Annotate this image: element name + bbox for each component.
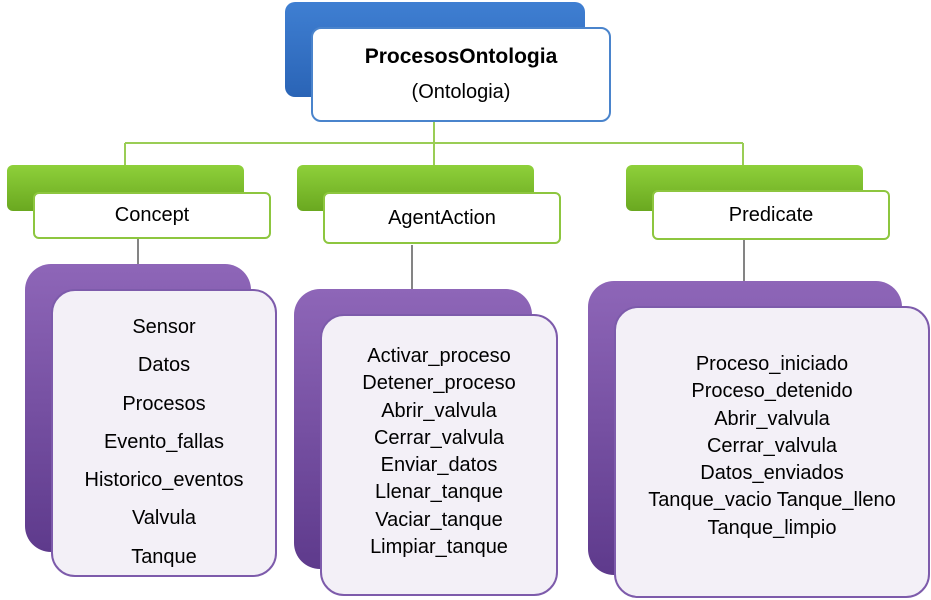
predicate-items-card: Proceso_iniciado Proceso_detenido Abrir_… — [614, 306, 930, 598]
list-item: Evento_fallas — [103, 430, 225, 453]
list-item: Datos_enviados — [700, 462, 844, 485]
list-item: Tanque — [131, 545, 197, 568]
list-item: Vaciar_tanque — [375, 508, 503, 531]
list-item: Historico_eventos — [84, 469, 244, 492]
predicate-header: Predicate — [652, 190, 890, 240]
root-node: ProcesosOntologia (Ontologia) — [311, 27, 611, 122]
list-item: Cerrar_valvula — [373, 426, 505, 449]
list-item: Valvula — [131, 507, 197, 530]
root-subtitle: (Ontologia) — [411, 81, 511, 103]
agentaction-items-card: Activar_proceso Detener_proceso Abrir_va… — [320, 314, 558, 596]
list-item: Detener_proceso — [362, 372, 516, 395]
concept-items-card: Sensor Datos Procesos Evento_fallas Hist… — [51, 289, 277, 577]
list-item: Proceso_iniciado — [695, 353, 849, 375]
list-item: Sensor — [132, 316, 196, 338]
list-item: Tanque_limpio — [707, 516, 837, 539]
agentaction-header: AgentAction — [323, 192, 561, 244]
list-item: Activar_proceso — [367, 345, 511, 367]
root-title: ProcesosOntologia — [364, 45, 558, 68]
list-item: Enviar_datos — [380, 454, 498, 477]
list-item: Datos — [137, 354, 191, 377]
list-item: Abrir_valvula — [714, 407, 830, 430]
list-item: Cerrar_valvula — [706, 434, 838, 457]
concept-header: Concept — [33, 192, 271, 239]
list-item: Tanque_vacio Tanque_lleno — [648, 489, 896, 512]
list-item: Llenar_tanque — [375, 481, 503, 504]
list-item: Procesos — [122, 392, 206, 415]
list-item: Proceso_detenido — [691, 380, 853, 403]
list-item: Limpiar_tanque — [370, 536, 508, 559]
list-item: Abrir_valvula — [381, 399, 497, 422]
